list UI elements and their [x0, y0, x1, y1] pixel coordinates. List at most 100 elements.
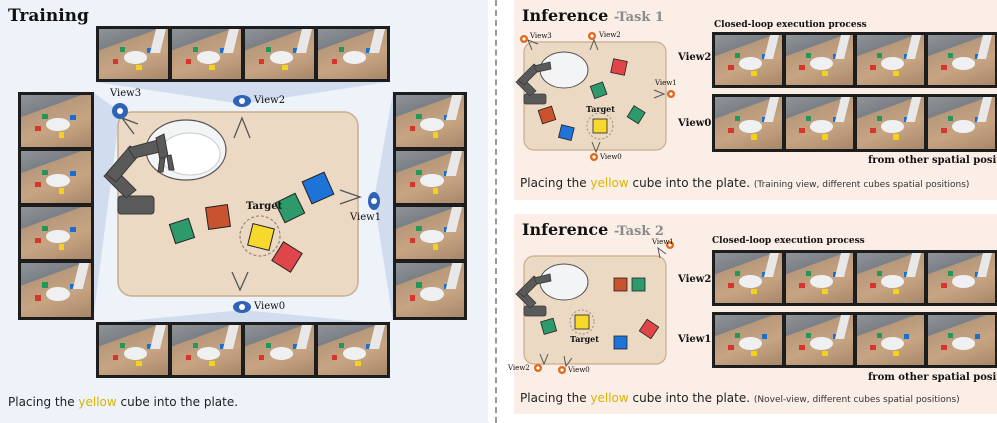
- task1-footer: from other spatial positions: [868, 155, 997, 166]
- connector-view2: [96, 82, 388, 104]
- frame: [785, 252, 854, 304]
- view1-label: View1: [350, 212, 382, 223]
- cube-green: [589, 81, 608, 100]
- target-label: Target: [570, 334, 599, 344]
- caption-highlight: yellow: [78, 395, 117, 409]
- training-workspace: [103, 95, 380, 313]
- frame: [714, 252, 783, 304]
- frame: [856, 34, 925, 86]
- frame: [317, 28, 388, 80]
- training-left-strip: [18, 92, 94, 320]
- frame: [20, 94, 92, 148]
- frame: [244, 324, 315, 376]
- frame: [395, 262, 465, 318]
- frame: [20, 150, 92, 204]
- task2-workspace: [515, 241, 674, 374]
- frame: [927, 252, 996, 304]
- cube-green: [168, 217, 196, 245]
- cube-red: [271, 241, 303, 273]
- camera-cone-view2: [233, 116, 251, 139]
- eye-icon-view2: [233, 95, 251, 107]
- training-panel: Training: [0, 0, 488, 423]
- caption-text: Placing the: [520, 391, 591, 405]
- task1-title-suffix: -Task 1: [613, 10, 664, 25]
- panel-divider: [495, 0, 497, 423]
- caption-text: Placing the: [8, 395, 79, 409]
- eye-icon-view3: [112, 103, 128, 119]
- eye-icon-view3: [520, 35, 528, 43]
- cube-yellow: [247, 223, 275, 251]
- connector-view0: [96, 310, 388, 324]
- cube-red: [610, 58, 628, 76]
- eye-icon-view2: [534, 364, 542, 372]
- view0-label: View0: [568, 366, 590, 374]
- task1-process-title: Closed-loop execution process: [714, 20, 867, 30]
- task1-row-label: View0: [678, 118, 712, 129]
- frame: [20, 206, 92, 260]
- caption-text: Placing the: [520, 176, 591, 190]
- target-ring: [569, 309, 595, 335]
- cube-green: [631, 277, 646, 292]
- connector-view1: [374, 92, 393, 320]
- task1-title-text: Inference: [522, 6, 609, 25]
- task2-row-view1: [712, 312, 997, 368]
- camera-cone-view1: [339, 189, 362, 205]
- target-label: Target: [586, 104, 615, 114]
- training-title: Training: [8, 6, 89, 26]
- view3-label: View3: [110, 88, 142, 99]
- training-bottom-strip: [96, 322, 390, 378]
- target-label: Target: [246, 201, 283, 212]
- robot-arm: [515, 273, 552, 317]
- frame: [714, 314, 783, 366]
- training-caption: Placing the yellow cube into the plate.: [8, 395, 238, 409]
- view0-label: View0: [254, 301, 286, 312]
- task2-row-view2: [712, 250, 997, 306]
- task2-footer: from other spatial positions: [868, 372, 997, 383]
- view1-label: View1: [652, 238, 674, 246]
- frame: [714, 34, 783, 86]
- eye-icon-view2: [588, 32, 596, 40]
- view1-label: View1: [655, 79, 677, 87]
- frame: [98, 324, 169, 376]
- cube-green: [626, 105, 646, 125]
- cube-brown: [205, 204, 231, 230]
- robot-arm: [103, 133, 175, 215]
- task2-title-suffix: -Task 2: [613, 224, 664, 239]
- frame: [20, 262, 92, 318]
- caption-text: cube into the plate.: [628, 176, 751, 190]
- view3-label: View3: [530, 32, 552, 40]
- training-right-strip: [393, 92, 467, 320]
- frame: [927, 96, 996, 150]
- view0-label: View0: [600, 153, 622, 161]
- task1-caption: Placing the yellow cube into the plate. …: [520, 176, 969, 190]
- eye-icon-view0: [233, 301, 251, 313]
- task1-row-label: View2: [678, 52, 712, 63]
- task1-row-view2: [712, 32, 997, 88]
- eye-icon-view1: [368, 192, 380, 210]
- connector-view3: [93, 92, 120, 320]
- target-ring: [586, 112, 614, 140]
- frame: [927, 314, 996, 366]
- cube-red: [638, 318, 660, 340]
- cube-blue: [557, 124, 575, 141]
- cube-yellow: [574, 314, 590, 330]
- frame: [785, 96, 854, 150]
- frame: [856, 314, 925, 366]
- task1-row-view0: [712, 94, 997, 152]
- frame: [244, 28, 315, 80]
- task2-row-label: View2: [678, 274, 712, 285]
- frame: [395, 206, 465, 260]
- caption-highlight: yellow: [590, 176, 629, 190]
- frame: [395, 94, 465, 148]
- caption-text: cube into the plate.: [628, 391, 751, 405]
- frame: [927, 34, 996, 86]
- caption-note: (Novel-view, different cubes spatial pos…: [753, 395, 960, 405]
- frame: [785, 34, 854, 86]
- cube-blue: [301, 171, 335, 205]
- frame: [395, 150, 465, 204]
- eye-icon-view0: [558, 366, 566, 374]
- camera-cone-view0: [231, 271, 249, 292]
- task2-title: Inference -Task 2: [522, 220, 664, 239]
- robot-arm: [515, 61, 552, 105]
- task2-process-title: Closed-loop execution process: [712, 236, 865, 246]
